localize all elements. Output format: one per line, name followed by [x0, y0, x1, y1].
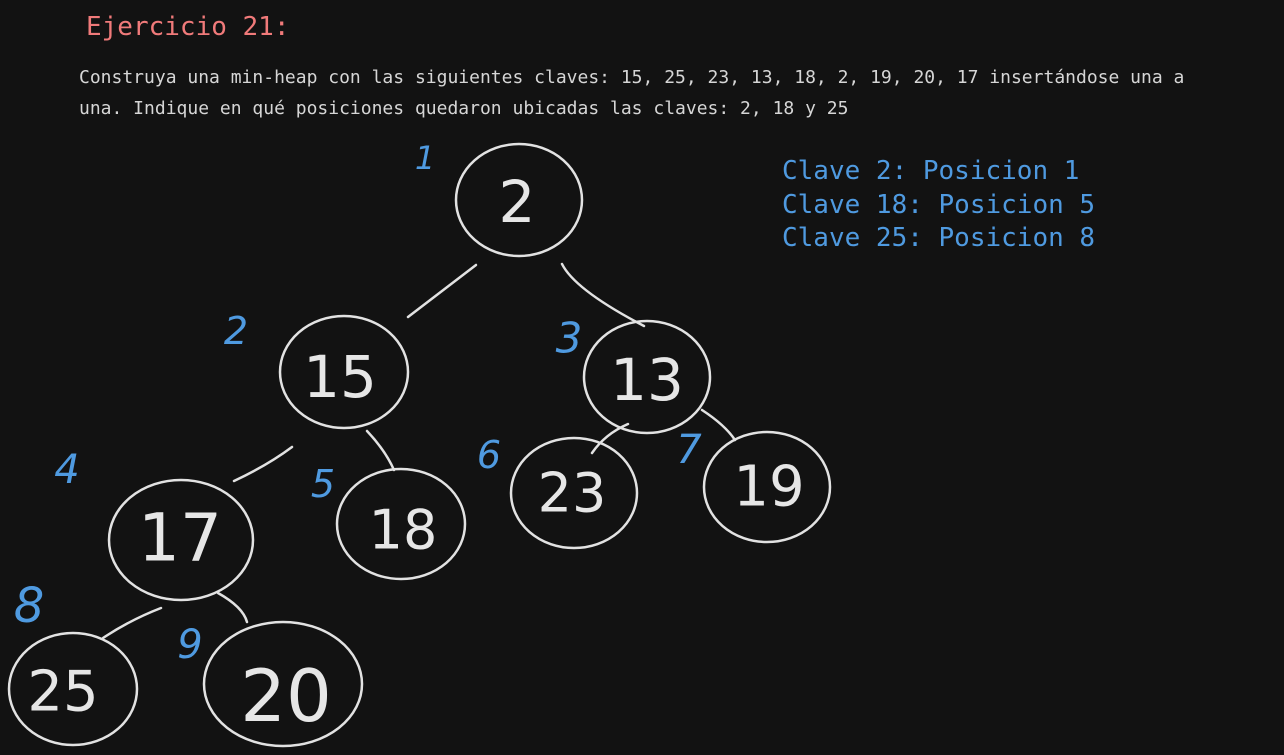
node-circle: [202, 620, 364, 748]
position-label: 5: [311, 462, 335, 506]
node-key: 25: [27, 660, 98, 725]
heap-node-9: 20 9: [177, 620, 364, 748]
edge-3-7: [700, 408, 737, 442]
node-circle: [335, 467, 467, 581]
heap-node-1: 2 1: [415, 139, 584, 258]
node-circle: [509, 436, 639, 550]
prompt-line-2: una. Indique en qué posiciones quedaron …: [79, 98, 849, 119]
position-label: 9: [177, 622, 202, 668]
node-circle: [7, 631, 139, 747]
node-key: 23: [538, 462, 607, 525]
node-key: 15: [303, 343, 377, 411]
answers-block: Clave 2: Posicion 1 Clave 18: Posicion 5…: [782, 155, 1095, 256]
node-key: 19: [733, 455, 804, 520]
heap-node-3: 13 3: [556, 314, 712, 435]
node-key: 20: [240, 654, 332, 738]
position-label: 3: [556, 314, 583, 363]
heap-node-4: 17 4: [54, 447, 255, 602]
edge-1-3: [560, 262, 646, 328]
exercise-title: Ejercicio 21:: [86, 12, 290, 42]
position-label: 4: [54, 447, 79, 493]
node-circle: [278, 314, 410, 430]
position-label: 2: [224, 309, 248, 353]
edge-4-8: [101, 606, 163, 640]
heap-edges: [101, 262, 737, 640]
node-circle: [582, 319, 712, 435]
position-label: 8: [14, 578, 45, 634]
answer-key-2: Clave 2: Posicion 1: [782, 156, 1080, 186]
heap-node-7: 19 7: [676, 427, 832, 544]
position-label: 1: [415, 139, 435, 177]
node-circle: [107, 478, 255, 602]
edge-2-4: [232, 445, 294, 483]
position-label: 7: [676, 427, 702, 473]
answer-key-18: Clave 18: Posicion 5: [782, 189, 1096, 220]
heap-node-6: 23 6: [477, 433, 639, 550]
answer-key-25: Clave 25: Posicion 8: [782, 223, 1096, 253]
heap-node-8: 25 8: [7, 578, 139, 747]
edge-3-6: [590, 422, 630, 455]
node-key: 17: [138, 500, 222, 577]
edge-4-9: [216, 591, 249, 624]
heap-node-2: 15 2: [224, 309, 410, 430]
edge-1-2: [406, 263, 478, 319]
edge-2-5: [365, 429, 396, 472]
node-circle: [702, 430, 832, 544]
heap-node-5: 18 5: [311, 462, 467, 581]
node-key: 2: [499, 168, 536, 236]
node-circle: [454, 142, 584, 258]
node-key: 13: [610, 346, 684, 414]
exercise-prompt: Construya una min-heap con las siguiente…: [79, 62, 1279, 124]
node-key: 18: [369, 499, 438, 562]
position-label: 6: [477, 433, 501, 477]
prompt-line-1: Construya una min-heap con las siguiente…: [79, 67, 1185, 88]
